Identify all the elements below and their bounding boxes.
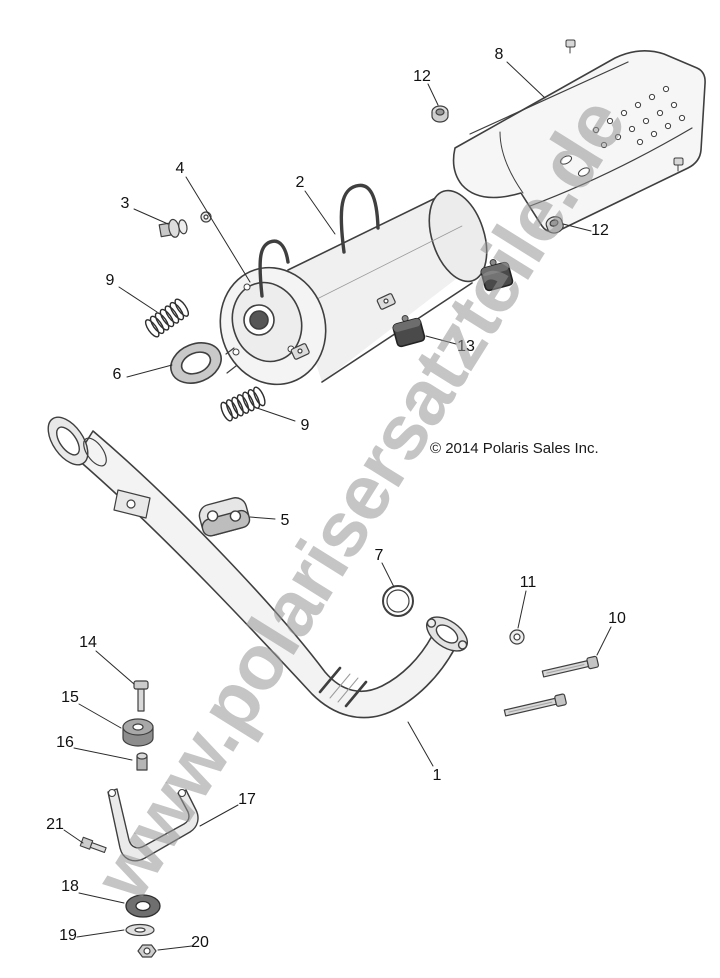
bolt-small-2 <box>79 836 107 854</box>
callout-9b: 9 <box>301 417 310 434</box>
support-bracket <box>107 788 199 862</box>
heat-shield <box>452 50 706 233</box>
callout-1: 1 <box>433 767 442 784</box>
callout-15: 15 <box>61 689 79 706</box>
grommet <box>125 894 161 918</box>
head-pipe <box>47 416 468 719</box>
callout-8: 8 <box>495 46 504 63</box>
muffler <box>219 183 488 386</box>
exhaust-mount <box>198 497 251 537</box>
callout-21: 21 <box>46 816 64 833</box>
callout-2: 2 <box>296 174 305 191</box>
callout-11: 11 <box>520 574 537 591</box>
callout-labels: 12 8 4 2 3 12 9 13 6 9 5 7 11 10 14 15 1… <box>46 46 626 951</box>
callout-16: 16 <box>56 734 74 751</box>
callout-9a: 9 <box>106 272 115 289</box>
callout-6: 6 <box>113 366 122 383</box>
screw-icon <box>565 39 684 172</box>
leader-lines <box>63 61 612 951</box>
flange-nut <box>431 105 564 234</box>
spring-lower <box>220 386 266 422</box>
callout-19: 19 <box>59 927 77 944</box>
o-ring <box>382 585 414 617</box>
callout-12a: 12 <box>413 68 431 85</box>
flat-washer <box>125 923 155 937</box>
callout-12b: 12 <box>591 222 609 239</box>
spring-upper <box>144 298 190 338</box>
callout-4: 4 <box>176 160 185 177</box>
callout-10: 10 <box>608 610 626 627</box>
rubber-bumper <box>392 259 514 348</box>
callout-13: 13 <box>457 338 475 355</box>
callout-14: 14 <box>79 634 97 651</box>
spacer <box>136 752 148 771</box>
callout-3: 3 <box>121 195 130 212</box>
washer-small <box>509 629 525 645</box>
callout-7: 7 <box>375 547 384 564</box>
hex-nut <box>137 944 157 958</box>
gasket-seal <box>170 342 222 384</box>
callout-5: 5 <box>281 512 290 529</box>
callout-17: 17 <box>238 791 256 808</box>
callout-20: 20 <box>191 934 209 951</box>
bolt-small <box>158 211 212 238</box>
callout-18: 18 <box>61 878 79 895</box>
copyright-text: © 2014 Polaris Sales Inc. <box>430 440 599 457</box>
bracket-bolt <box>133 680 149 712</box>
rubber-bushing <box>122 718 154 747</box>
flange-bolts <box>503 655 600 717</box>
